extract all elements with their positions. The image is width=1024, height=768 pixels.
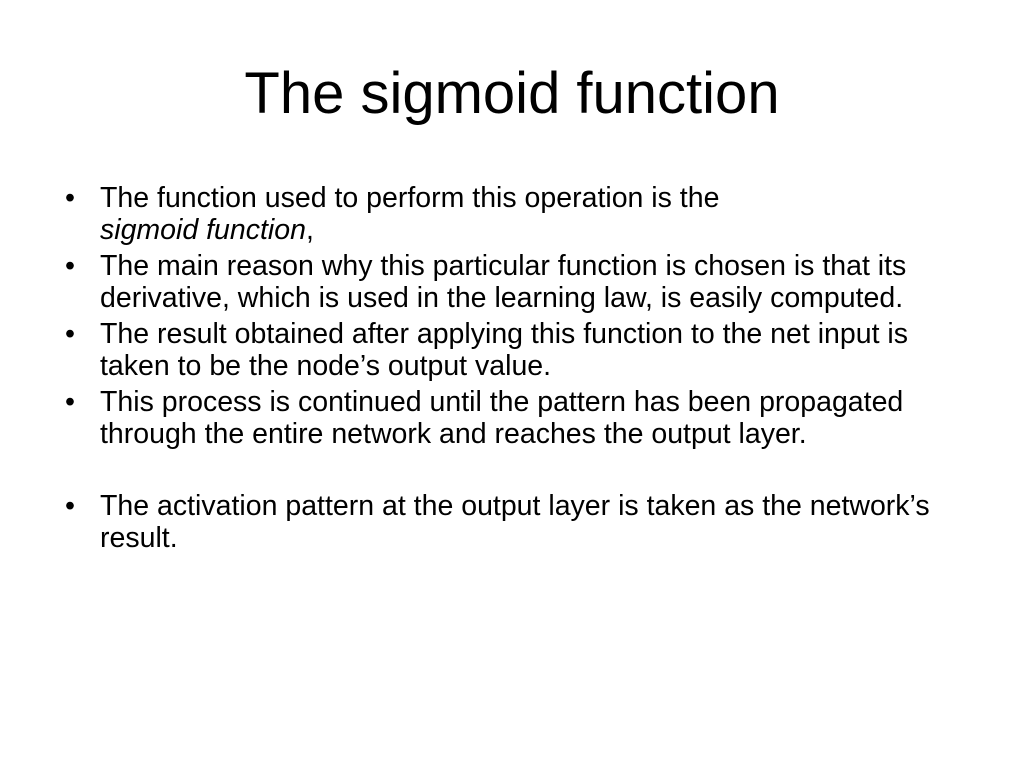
bullet-text-after: , bbox=[305, 214, 314, 246]
slide-title: The sigmoid function bbox=[244, 61, 780, 126]
bullet-text-before: The function used to perform this operat… bbox=[100, 182, 720, 214]
bullet-icon: • bbox=[65, 386, 75, 418]
bullet-icon: • bbox=[65, 318, 75, 350]
bullet-icon: • bbox=[65, 490, 75, 522]
bullet-text: The activation pattern at the output lay… bbox=[100, 490, 930, 554]
bullet-icon: • bbox=[65, 182, 75, 214]
bullet-text: The function used to perform this operat… bbox=[100, 182, 719, 246]
bullet-text: This process is continued until the patt… bbox=[100, 386, 904, 450]
bullet-item: • This process is continued until the pa… bbox=[58, 386, 978, 450]
bullet-list: • The function used to perform this oper… bbox=[58, 182, 978, 558]
bullet-item: • The function used to perform this oper… bbox=[58, 182, 978, 246]
bullet-text: The main reason why this particular func… bbox=[100, 250, 907, 314]
bullet-emphasis: sigmoid function bbox=[100, 214, 306, 246]
bullet-item: • The main reason why this particular fu… bbox=[58, 250, 978, 314]
bullet-icon: • bbox=[65, 250, 75, 282]
bullet-text: The result obtained after applying this … bbox=[100, 318, 909, 382]
bullet-item: • The activation pattern at the output l… bbox=[58, 490, 978, 554]
bullet-item: • The result obtained after applying thi… bbox=[58, 318, 978, 382]
